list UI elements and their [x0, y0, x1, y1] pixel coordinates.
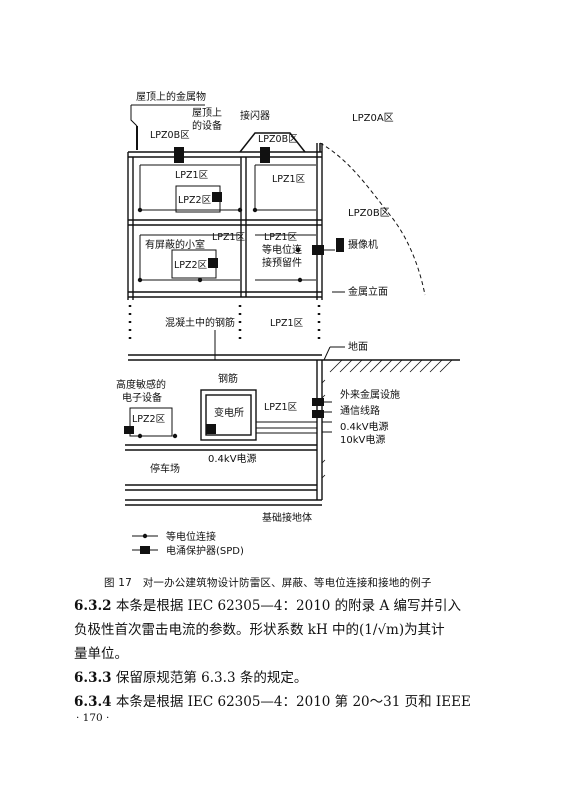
label-lpz2-upper: LPZ2区	[178, 195, 212, 206]
label-lpz1-mid-a: LPZ1区	[212, 232, 246, 243]
label-rebar: 钢筋	[218, 372, 238, 385]
label-rebar-concrete: 混凝土中的钢筋	[165, 316, 235, 329]
paragraph-6-3-2-line1: 6.3.2 本条是根据 IEC 62305—4：2010 的附录 A 编写并引入	[74, 594, 461, 618]
label-bonding-1: 等电位连	[262, 243, 302, 256]
paragraph-6-3-2-line2: 负极性首次雷击电流的参数。形状系数 kH 中的(1/√m)为其计	[74, 622, 445, 638]
bond-dot	[172, 433, 178, 439]
label-sensitive-1: 高度敏感的	[116, 378, 166, 391]
label-power-04-bottom: 0.4kV电源	[208, 452, 257, 465]
legend-spd: 电涌保护器(SPD)	[166, 544, 244, 557]
bond-dot	[295, 247, 301, 253]
label-lpz1-mid-b: LPZ1区	[264, 232, 298, 243]
label-lpz0b-right: LPZ0B区	[348, 207, 390, 219]
bond-dot	[137, 433, 143, 439]
paragraph-6-3-3: 6.3.3 保留原规范第 6.3.3 条的规定。	[74, 666, 307, 690]
lightning-protection-zone-figure: 屋顶上的金属物 屋顶上 的设备 接闪器 LPZ0B区 LPZ0B区 LPZ0A区…	[116, 90, 460, 557]
paragraph-text: 保留原规范第 6.3.3 条的规定。	[115, 670, 308, 686]
bond-dot	[137, 207, 143, 213]
label-power-04: 0.4kV电源	[340, 420, 389, 433]
spd-marker	[260, 147, 270, 163]
spd-marker	[212, 192, 222, 202]
paragraph-6-3-4: 6.3.4 本条是根据 IEC 62305—4：2010 第 20～31 页和 …	[74, 690, 471, 714]
label-power-10: 10kV电源	[340, 433, 385, 446]
label-shielded-room: 有屏蔽的小室	[145, 238, 205, 251]
label-roof-equipment-2: 的设备	[192, 119, 222, 132]
bond-dot	[252, 207, 258, 213]
label-substation: 变电所	[214, 406, 244, 419]
label-lpz1-low: LPZ1区	[270, 318, 304, 329]
legend-bonding: 等电位连接	[166, 530, 216, 543]
label-camera: 摄像机	[348, 238, 378, 251]
paragraph-text: 本条是根据 IEC 62305—4：2010 的附录 A 编写并引入	[115, 598, 462, 614]
spd-marker	[312, 410, 324, 418]
spd-marker	[174, 147, 184, 163]
label-metal-facade: 金属立面	[348, 285, 388, 298]
spd-marker	[206, 424, 216, 434]
page-number: · 170 ·	[76, 712, 110, 724]
paragraph-text: 本条是根据 IEC 62305—4：2010 第 20～31 页和 IEEE	[115, 694, 471, 710]
label-roof-metal: 屋顶上的金属物	[136, 90, 206, 103]
label-lpz0b-left: LPZ0B区	[150, 130, 190, 141]
label-ext-metal: 外来金属设施	[340, 388, 400, 401]
spd-marker	[124, 426, 134, 434]
label-lpz1-upper-b: LPZ1区	[272, 174, 306, 185]
spd-marker	[208, 258, 218, 268]
bond-dot	[137, 277, 143, 283]
label-parking: 停车场	[150, 462, 180, 475]
label-sensitive-2: 电子设备	[122, 391, 162, 404]
spd-marker	[312, 245, 324, 255]
paragraph-6-3-2-line3: 量单位。	[74, 646, 128, 662]
bond-dot	[197, 277, 203, 283]
figure-caption: 图 17 对一办公建筑物设计防雷区、屏蔽、等电位连接和接地的例子	[104, 577, 432, 589]
label-air-terminal: 接闪器	[240, 109, 270, 122]
label-comm-line: 通信线路	[340, 404, 380, 417]
camera-box	[336, 238, 344, 252]
label-lpz1-upper-a: LPZ1区	[175, 170, 209, 181]
bond-dot	[297, 277, 303, 283]
label-ground: 地面	[348, 340, 368, 353]
label-lpz2-mid: LPZ2区	[174, 260, 208, 271]
label-lpz0b-top: LPZ0B区	[258, 134, 298, 145]
label-bonding-2: 接预留件	[262, 256, 302, 269]
label-lpz2-low: LPZ2区	[132, 414, 166, 425]
label-foundation-earth: 基础接地体	[262, 511, 312, 524]
clause-number: 6.3.4	[74, 694, 112, 710]
bond-dot	[237, 207, 243, 213]
label-roof-equipment-1: 屋顶上	[192, 107, 222, 119]
legend: 等电位连接 电涌保护器(SPD)	[132, 530, 244, 557]
label-lpz1-sub: LPZ1区	[264, 402, 298, 413]
clause-number: 6.3.3	[74, 670, 112, 686]
clause-number: 6.3.2	[74, 598, 112, 614]
label-lpz0a: LPZ0A区	[352, 112, 394, 124]
spd-marker	[312, 398, 324, 406]
